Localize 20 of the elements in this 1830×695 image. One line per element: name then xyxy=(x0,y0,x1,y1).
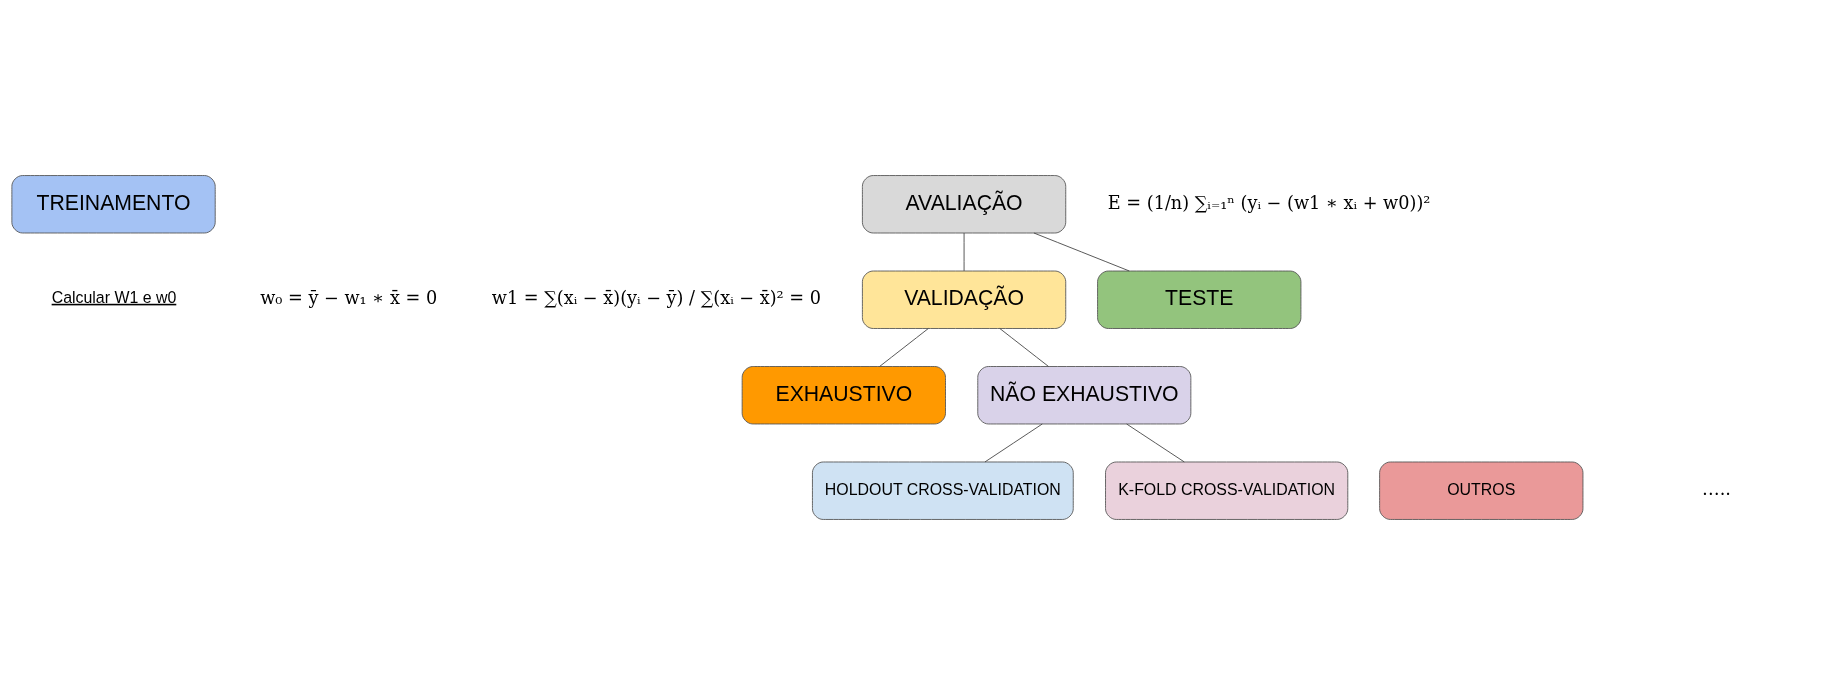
connector xyxy=(879,328,929,367)
connector xyxy=(1033,232,1130,272)
node-box: VALIDAÇÃO xyxy=(861,270,1067,329)
node-box: TESTE xyxy=(1097,270,1302,329)
node-box: AVALIAÇÃO xyxy=(861,175,1067,234)
label: w1 = ∑(xᵢ − x̄)(yᵢ − ȳ) / ∑(xᵢ − x̄)² = 0 xyxy=(491,288,821,309)
node-box: NÃO EXHAUSTIVO xyxy=(977,366,1192,425)
label: E = (1/n) ∑ᵢ₌₁ⁿ (yᵢ − (w1 ∗ xᵢ + w0))² xyxy=(1107,192,1431,213)
node-label: Calcular W1 e w0 xyxy=(51,288,177,306)
node-box: EXHAUSTIVO xyxy=(741,366,946,425)
connector xyxy=(984,423,1043,463)
connector xyxy=(1126,423,1185,463)
node-box: TREINAMENTO xyxy=(11,175,216,234)
connector xyxy=(963,232,965,272)
node-box: K-FOLD CROSS-VALIDATION xyxy=(1105,461,1349,520)
node-box: OUTROS xyxy=(1379,461,1584,520)
connector xyxy=(999,328,1049,367)
label: w₀ = ȳ − w₁ ∗ x̄ = 0 xyxy=(260,288,438,309)
label: ….. xyxy=(1702,479,1731,500)
node-box: HOLDOUT CROSS-VALIDATION xyxy=(812,461,1074,520)
